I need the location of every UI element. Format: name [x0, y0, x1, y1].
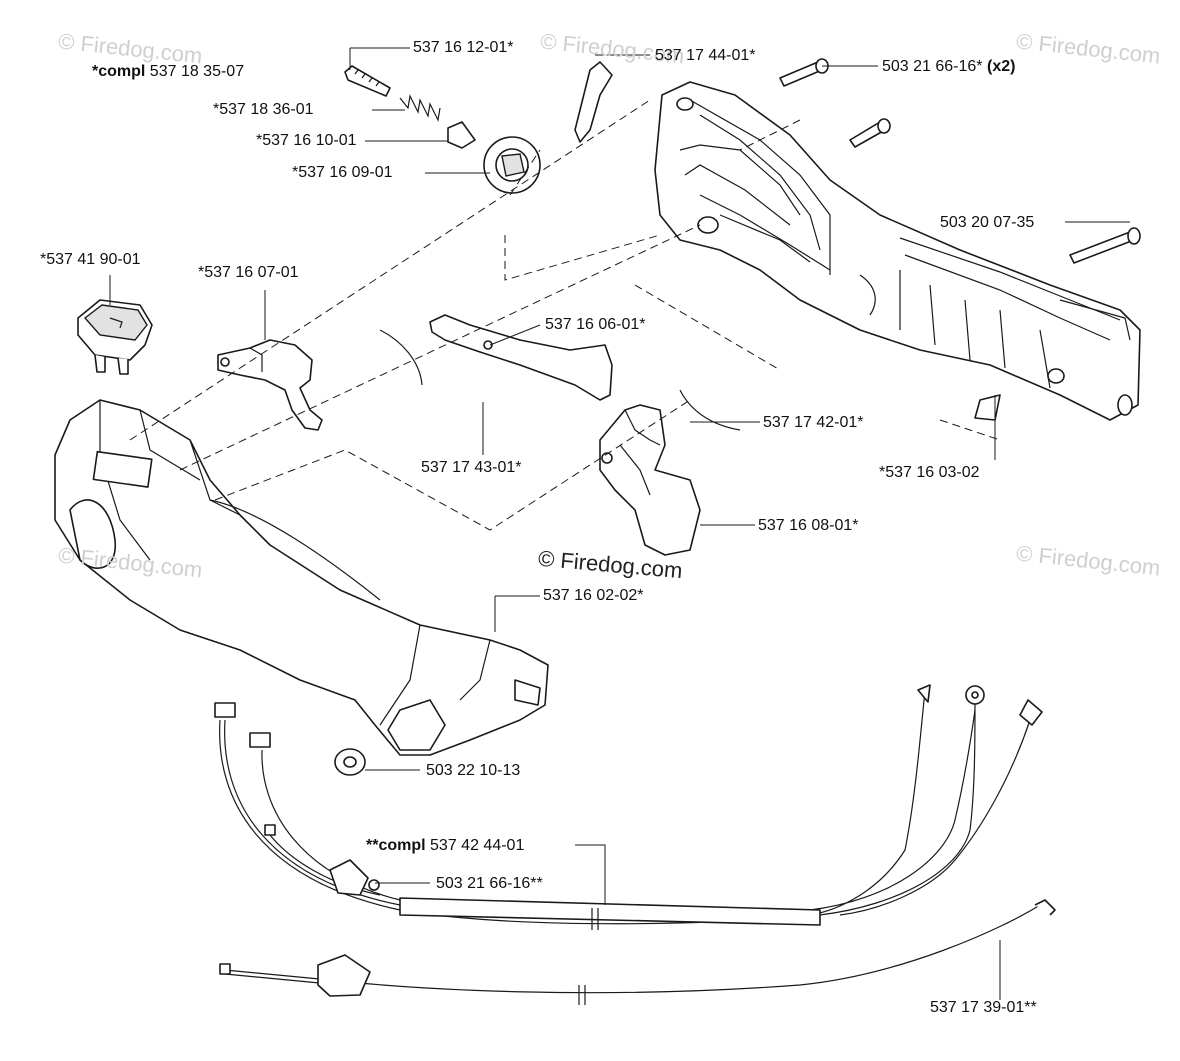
part-label-537-16-06-01: 537 16 06-01* [545, 316, 646, 333]
stop-switch-drawing [77, 299, 153, 375]
part-label-537-41-90-01: *537 41 90-01 [40, 251, 141, 268]
part-label-537-18-36-01: *537 18 36-01 [213, 101, 314, 118]
main-handle-drawing [54, 399, 549, 756]
throttle-lockout-drawing [429, 314, 613, 401]
part-label-537-17-44-01: 537 17 44-01* [655, 47, 756, 64]
assembly-prefix-top: *compl [92, 63, 146, 80]
part-label-503-20-07-35: 503 20 07-35 [940, 214, 1035, 231]
part-label-537-16-03-02: *537 16 03-02 [879, 464, 980, 481]
part-label-503-21-66-16-wiring: 503 21 66-16** [436, 875, 543, 892]
part-label-537-17-39-01: 537 17 39-01** [930, 999, 1037, 1016]
part-label-537-16-09-01: *537 16 09-01 [292, 164, 393, 181]
assembly-number-top: 537 18 35-07 [149, 63, 245, 80]
assembly-label-top: *compl 537 18 35-07 [92, 64, 244, 80]
part-label-537-16-07-01: *537 16 07-01 [198, 264, 299, 281]
handle-housing-drawing [654, 81, 1141, 421]
assembly-label-wiring: **compl 537 42 44-01 [366, 838, 524, 854]
part-label-503-21-66-16-top: 503 21 66-16* (x2) [882, 59, 1015, 75]
assembly-number-wiring: 537 42 44-01 [430, 837, 525, 854]
part-label-537-16-10-01: *537 16 10-01 [256, 132, 357, 149]
stop-cable-drawing [219, 899, 1056, 1005]
part-label-537-17-43-01: 537 17 43-01* [421, 459, 522, 476]
assembly-prefix-wiring: **compl [366, 837, 426, 854]
part-qty-x2: (x2) [986, 58, 1016, 75]
part-label-537-17-42-01: 537 17 42-01* [763, 414, 864, 431]
part-label-537-16-12-01: 537 16 12-01* [413, 39, 514, 56]
leader-lines [109, 47, 1130, 1000]
part-label-503-22-10-13: 503 22 10-13 [426, 762, 521, 779]
part-label-537-16-02-02: 537 16 02-02* [543, 587, 644, 604]
throttle-trigger-drawing [599, 404, 701, 556]
trigger-lever-drawing [217, 339, 323, 431]
part-label-537-16-08-01: 537 16 08-01* [758, 517, 859, 534]
wiring-harness-drawing [214, 684, 1043, 930]
small-parts-drawing [334, 58, 1141, 776]
part-number-503-21-66-16: 503 21 66-16* [882, 58, 983, 75]
